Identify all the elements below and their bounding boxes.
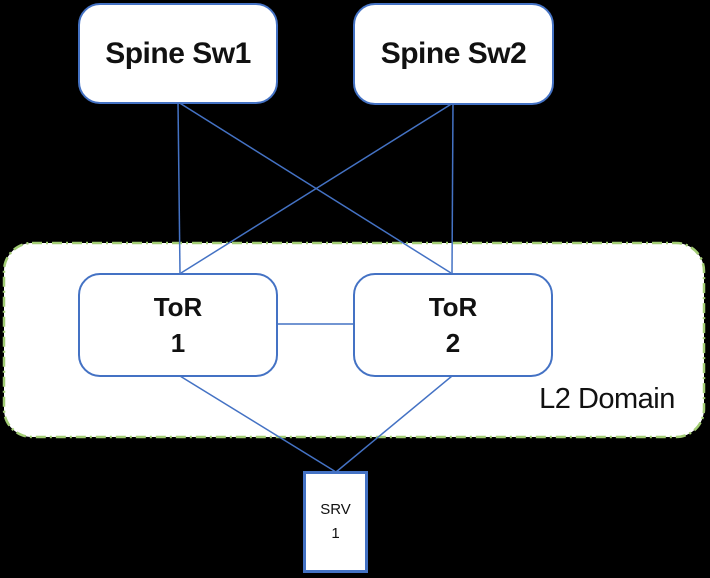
node-tor-1-label-line2: 1 [170,328,186,358]
l2-domain-label: L2 Domain [539,383,675,415]
node-tor-2: ToR 2 [353,273,553,377]
node-tor-2-label-line1: ToR [428,292,478,322]
link-tor1-srv1 [179,375,337,473]
node-tor-2-label-line2: 2 [445,328,461,358]
link-spine1-tor2 [177,101,452,274]
node-spine-sw2: Spine Sw2 [353,3,554,105]
node-tor-1: ToR 1 [78,273,278,377]
link-tor2-srv1 [335,375,453,473]
node-srv-1: SRV 1 [303,471,368,573]
node-srv-1-label-line1: SRV [320,501,351,518]
node-srv-1-label-line2: 1 [331,525,340,542]
node-spine-sw2-label: Spine Sw2 [380,37,527,70]
node-spine-sw1: Spine Sw1 [78,3,278,104]
node-tor-1-label-line1: ToR [153,292,203,322]
link-spine2-tor1 [180,102,454,274]
link-spine2-tor2 [451,102,454,274]
link-spine1-tor1 [177,101,181,274]
node-spine-sw1-label: Spine Sw1 [105,36,251,70]
